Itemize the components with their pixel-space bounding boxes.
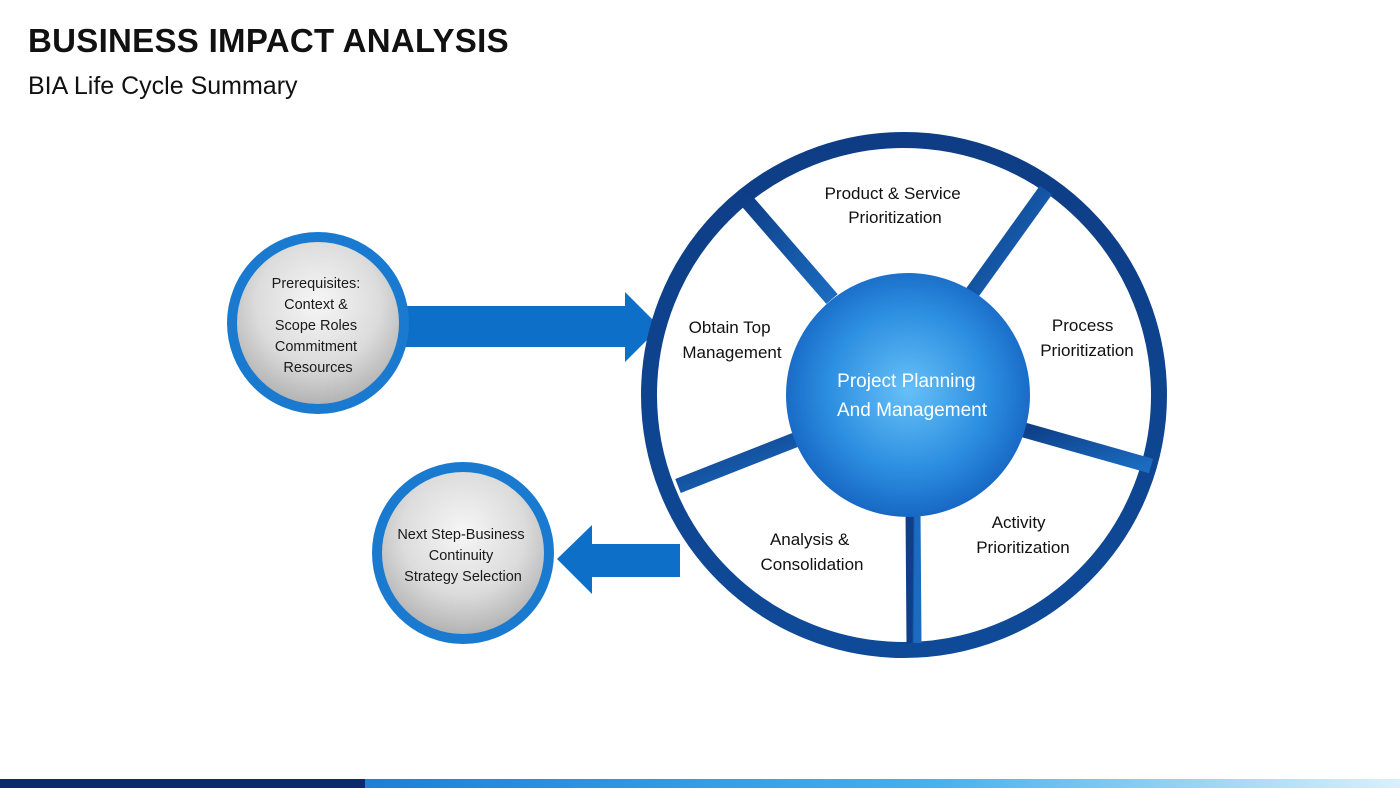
segment-activity: Activity Prioritization	[976, 513, 1070, 557]
next-step-label: Next Step-Business Continuity Strategy S…	[397, 527, 528, 585]
segment-management: Obtain Top Management	[682, 318, 782, 362]
spoke-top-right	[965, 185, 1053, 298]
spoke-top-left	[740, 195, 838, 304]
left-arrow	[557, 525, 680, 594]
footer-bar-dark-segment	[0, 779, 365, 788]
spoke-right	[1021, 422, 1154, 474]
prerequisites-label: Prerequisites: Context & Scope Roles Com…	[272, 276, 365, 376]
spoke-left	[675, 433, 798, 493]
slide-subtitle: BIA Life Cycle Summary	[28, 72, 298, 100]
wheel-spokes	[675, 185, 1154, 644]
slide-title: BUSINESS IMPACT ANALYSIS	[28, 22, 509, 59]
center-hub	[786, 273, 1030, 517]
segment-product-service: Product & Service Prioritization	[825, 184, 966, 227]
segment-analysis: Analysis & Consolidation	[760, 530, 863, 574]
footer-color-bar	[0, 779, 1400, 788]
center-hub-label: Project Planning And Management	[837, 371, 988, 421]
spoke-bottom	[905, 509, 922, 644]
footer-bar-gradient-segment	[365, 779, 1400, 788]
right-arrow	[404, 292, 660, 362]
prerequisites-circle	[227, 232, 409, 414]
segment-process: Process Prioritization	[1040, 316, 1134, 360]
next-step-circle	[372, 462, 554, 644]
